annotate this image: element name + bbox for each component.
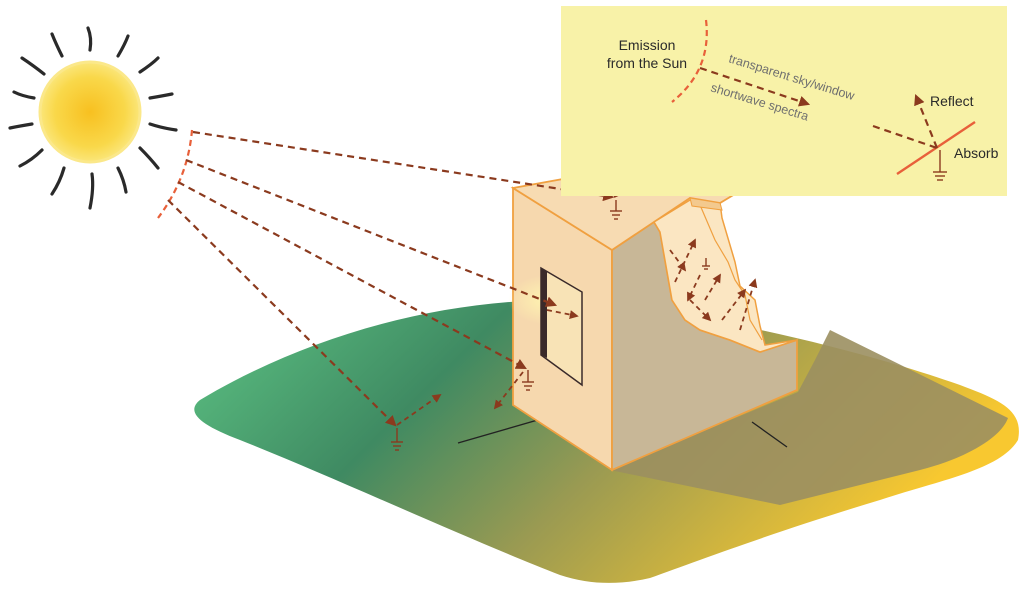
interior-rays: [669, 238, 758, 331]
legend-emission-line2: from the Sun: [607, 55, 687, 71]
legend-reflect-label: Reflect: [930, 93, 974, 109]
ray-to-wall: [177, 181, 527, 370]
sun-emission-arc: [157, 129, 194, 219]
legend-transmit-ray: [699, 66, 811, 107]
legend-emission-line1: Emission: [619, 37, 676, 53]
wall-absorb-icon: [522, 370, 534, 391]
interior-wall-edge: [689, 199, 763, 341]
ray-to-roof: [192, 130, 615, 202]
ground-line: [751, 421, 788, 448]
building-shadow: [610, 330, 1008, 505]
ground-absorb-icon: [391, 428, 403, 451]
legend-box: Emission from the Sun transparent sky/wi…: [561, 6, 1007, 196]
window-frame-shadow: [541, 268, 547, 358]
legend-emission-arc: [671, 19, 708, 103]
ray-to-window: [185, 158, 558, 307]
wall-reflect-ray: [493, 371, 524, 410]
legend-absorb-icon: [933, 150, 947, 181]
legend-reflect-ray: [914, 93, 939, 149]
legend-absorb-label: Absorb: [954, 145, 999, 161]
sun-icon: [8, 26, 178, 210]
building-interior: [652, 199, 798, 353]
roof-edge: [689, 197, 723, 211]
ray-to-ground: [167, 199, 397, 427]
roof-absorb-icon: [610, 200, 622, 220]
